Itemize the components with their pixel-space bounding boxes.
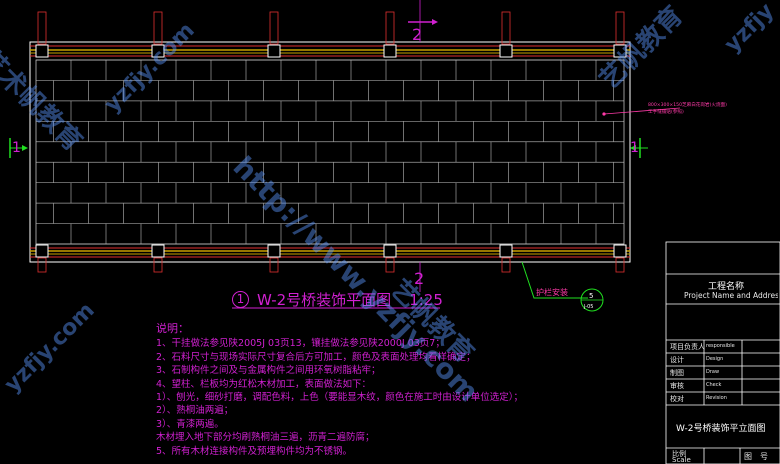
- note-line: 木材埋入地下部分均刷熟桐油三遍，沥青二遍防腐；: [156, 432, 375, 444]
- material-leader: [602, 107, 681, 116]
- section-mark-bottom-label: 2: [414, 269, 424, 288]
- title-block-row-en: Draw: [706, 369, 720, 375]
- detail-ref-num: 5: [589, 292, 593, 300]
- note-line: 3、石制构件之间及与金属构件之间用环氧树脂粘牢；: [156, 365, 381, 377]
- material-note-line1: 800×300×150芝麻白花岗岩(火烧面): [648, 101, 727, 108]
- project-name-en: Project Name and Address: [684, 291, 778, 300]
- project-name-cn: 工程名称: [708, 282, 745, 292]
- note-line: 3）、青漆两遍。: [156, 418, 224, 430]
- rail-install-label: 护栏安装: [536, 287, 568, 297]
- title-block-row-cn: 审核: [670, 382, 684, 390]
- bottom-rail: [30, 247, 630, 258]
- title-block-row-cn: 项目负责人: [670, 343, 705, 351]
- title-block-row-en: Design: [706, 356, 724, 362]
- section-mark-left: [9, 138, 28, 158]
- scale-label-en: Scale: [672, 456, 691, 464]
- title-block-frame: [665, 241, 780, 464]
- section-mark-right: [630, 138, 648, 158]
- rail-posts: [35, 11, 627, 273]
- note-line: 2、石料尺寸与现场实际尺寸复合后方可加工，颜色及表面处理均看样确定；: [156, 351, 476, 363]
- drawing-title: 1 W-2号桥装饰平面图 1:25: [232, 289, 443, 310]
- note-line: 1、干挂做法参见陕2005J 03页13，镶挂做法参见陕2000J 03页7；: [156, 338, 445, 350]
- section-mark-top-label: 2: [412, 25, 422, 44]
- note-line: 2）、熟桐油两遍；: [156, 405, 234, 417]
- drawing-title-text: W-2号桥装饰平面图: [257, 291, 392, 309]
- material-note-line2: 工字缝铺贴(参照): [648, 108, 684, 115]
- sheet-no-label-2: 号: [760, 452, 768, 461]
- drawing-scale: 1:25: [409, 290, 443, 309]
- title-block-row-en: Revision: [706, 395, 727, 401]
- top-rail: [30, 45, 630, 57]
- title-block-row-cn: 设计: [670, 356, 684, 364]
- title-block-row-cn: 校对: [670, 395, 684, 403]
- section-mark-top: [408, 0, 438, 42]
- notes-lines: 1、干挂做法参见陕2005J 03页13，镶挂做法参见陕2000J 03页7；2…: [156, 337, 656, 458]
- title-block-row-en: Check: [706, 382, 722, 388]
- scale-label-cn: 比例: [672, 450, 686, 458]
- detail-ref-sheet: J-05: [583, 304, 593, 310]
- paving-pattern: [36, 59, 624, 245]
- note-line: 5、所有木材连接构件及预埋构件均为不锈钢。: [156, 445, 353, 457]
- rail-install-leader: [521, 261, 604, 312]
- title-block-row-en: responsible: [706, 343, 735, 349]
- deck-inner-outline: [35, 59, 625, 245]
- sheet-no-label: 图: [744, 452, 752, 461]
- title-block-row-cn: 制图: [670, 369, 684, 377]
- deck-outline: [29, 41, 631, 263]
- section-mark-left-label: 1: [12, 140, 21, 156]
- drawing-number-circle: 1: [232, 291, 249, 308]
- section-mark-right-label: 1: [630, 140, 639, 156]
- note-line: 1）、刨光，细砂打磨，调配色料，上色（要能显木纹，颜色在施工时由设计单位选定）；: [156, 392, 524, 404]
- notes-block: 说明： 1、干挂做法参见陕2005J 03页13，镶挂做法参见陕2000J 03…: [156, 322, 656, 458]
- note-line: 4、望柱、栏板均为红松木材加工，表面做法如下：: [156, 378, 372, 390]
- notes-heading: 说明：: [156, 322, 189, 335]
- sheet-title: W-2号桥装饰平立面图: [676, 424, 766, 434]
